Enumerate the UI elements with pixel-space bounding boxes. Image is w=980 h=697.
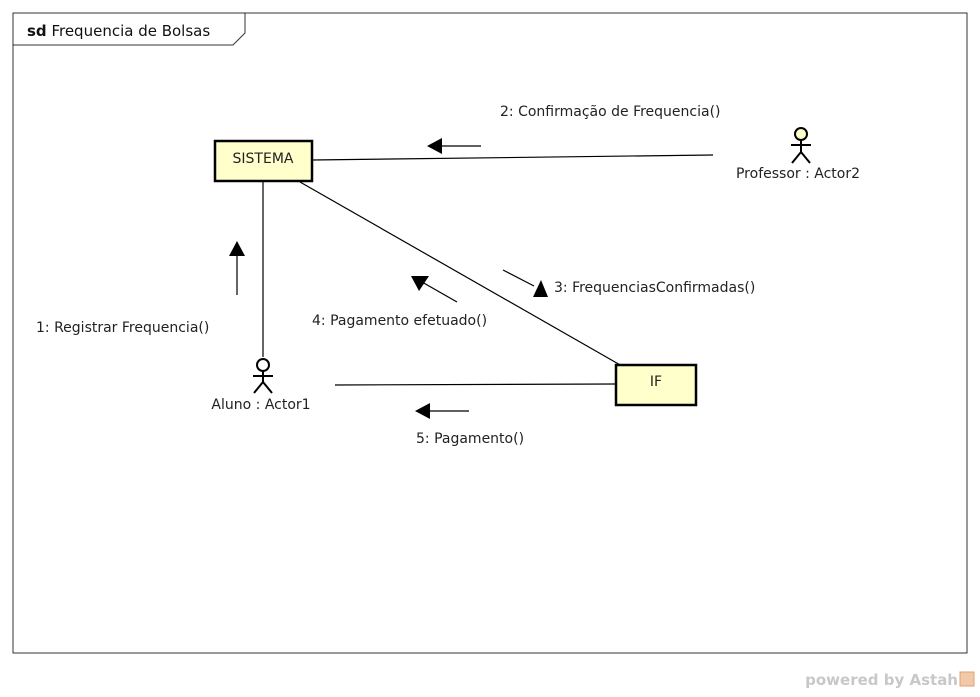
message-3-arrow-shaft [502,269,535,287]
link-sistema-professor [311,154,714,161]
sistema-box [213,139,314,183]
message-3-label: 3: FrequenciasConfirmadas() [554,280,755,296]
message-1: 1: Registrar Frequencia() [36,241,245,336]
aluno-label: Aluno : Actor1 [211,397,310,413]
link-sistema-if [299,181,623,367]
message-5-arrowhead [415,403,430,419]
message-2: 2: Confirmação de Frequencia() [427,104,721,154]
actor-aluno[interactable]: Aluno : Actor1 [211,358,311,413]
frame-keyword: sd [27,22,47,40]
diagram-frame [12,12,968,654]
professor-leg-right [800,151,811,164]
frame-name: Frequencia de Bolsas [51,22,210,40]
professor-head [794,127,808,141]
link-aluno-if [334,383,617,386]
message-2-label: 2: Confirmação de Frequencia() [500,104,721,120]
frame-title: sd Frequencia de Bolsas [27,22,210,40]
if-label: IF [650,374,662,390]
message-5-label: 5: Pagamento() [416,431,524,447]
astah-watermark: powered by Astah [805,671,958,689]
astah-logo-icon [959,671,975,687]
message-3: 3: FrequenciasConfirmadas() [502,269,755,297]
object-if[interactable]: IF [614,363,698,407]
message-1-label: 1: Registrar Frequencia() [36,320,209,336]
aluno-head [256,358,270,372]
message-4: 4: Pagamento efetuado() [312,276,487,329]
if-box [614,363,698,407]
sistema-label: SISTEMA [233,151,294,167]
aluno-leg-left [253,381,264,394]
message-1-arrowhead [229,241,245,256]
professor-label: Professor : Actor2 [736,166,860,182]
actor-professor[interactable]: Professor : Actor2 [736,127,860,182]
message-4-label: 4: Pagamento efetuado() [312,313,487,329]
message-5: 5: Pagamento() [415,403,524,447]
professor-leg-left [791,151,802,164]
message-4-arrow-shaft [421,281,458,303]
object-sistema[interactable]: SISTEMA [213,139,314,183]
frame-tab [13,13,246,46]
message-3-arrowhead [533,280,548,297]
aluno-leg-right [262,381,273,394]
message-2-arrowhead [427,138,442,154]
message-4-arrowhead [411,276,429,291]
